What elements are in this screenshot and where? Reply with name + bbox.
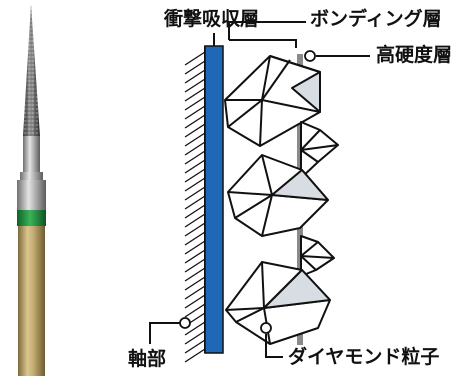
- hatch-line: [184, 294, 206, 309]
- hatch-line: [184, 348, 206, 363]
- label-diamond-particle: ダイヤモンド粒子: [288, 346, 440, 368]
- leader-bonding-bracket: [229, 39, 297, 48]
- hatch-line: [184, 60, 206, 75]
- hatch-line: [184, 114, 206, 129]
- hatch-line: [184, 141, 206, 156]
- hatch-line: [184, 123, 206, 138]
- label-hard-layer: 高硬度層: [376, 44, 453, 66]
- hatch-line: [184, 159, 206, 174]
- hatch-line: [184, 78, 206, 93]
- bur-color-band: [17, 210, 46, 226]
- shaft-hatching: [184, 46, 206, 363]
- hatch-line: [184, 69, 206, 84]
- hatch-line: [184, 168, 206, 183]
- diamond-crystal-icon: [224, 55, 321, 147]
- hatch-line: [184, 267, 206, 282]
- label-bonding-layer: ボンディング層: [310, 8, 442, 30]
- leader-shaft: [149, 322, 180, 344]
- diamond-crystal-icon: [227, 154, 329, 237]
- hatch-line: [184, 195, 206, 210]
- hatch-line: [184, 186, 206, 201]
- hatch-line: [184, 105, 206, 120]
- diamond-bur-icon: [17, 4, 46, 376]
- hatch-line: [184, 204, 206, 219]
- label-shaft: 軸部: [128, 348, 167, 370]
- bur-neck-ring: [17, 180, 46, 210]
- hatch-line: [184, 303, 206, 318]
- shaft-marker: [179, 317, 191, 329]
- hatch-line: [184, 240, 206, 255]
- hatch-line: [184, 51, 206, 66]
- hard-layer-marker: [304, 50, 316, 62]
- hatch-line: [184, 150, 206, 165]
- label-shock-absorbing-layer: 衝撃吸収層: [164, 8, 260, 30]
- hatch-line: [184, 258, 206, 273]
- leader-markers: [179, 50, 316, 334]
- hatch-line: [184, 132, 206, 147]
- bur-shank: [18, 226, 45, 376]
- diamond-crystal-icon: [225, 261, 331, 345]
- bur-neck: [23, 136, 40, 172]
- hatch-line: [184, 330, 206, 345]
- diamond-crystal-icon: [300, 121, 339, 179]
- hatch-line: [184, 96, 206, 111]
- diamond-crystal-icon: [300, 235, 335, 277]
- hatch-line: [184, 222, 206, 237]
- leader-lines: [149, 21, 370, 358]
- hatch-line: [184, 285, 206, 300]
- hatch-line: [184, 231, 206, 246]
- diamond-marker: [260, 322, 272, 334]
- hatch-line: [184, 177, 206, 192]
- hatch-line: [184, 276, 206, 291]
- leader-diamond: [265, 334, 283, 358]
- hatch-line: [184, 213, 206, 228]
- hatch-line: [184, 87, 206, 102]
- leader-bonding-layer: [228, 21, 306, 40]
- hatch-line: [184, 321, 206, 336]
- shock-absorbing-layer: [204, 45, 224, 354]
- diamond-particles: [224, 55, 339, 345]
- hatch-line: [184, 339, 206, 354]
- hatch-line: [184, 249, 206, 264]
